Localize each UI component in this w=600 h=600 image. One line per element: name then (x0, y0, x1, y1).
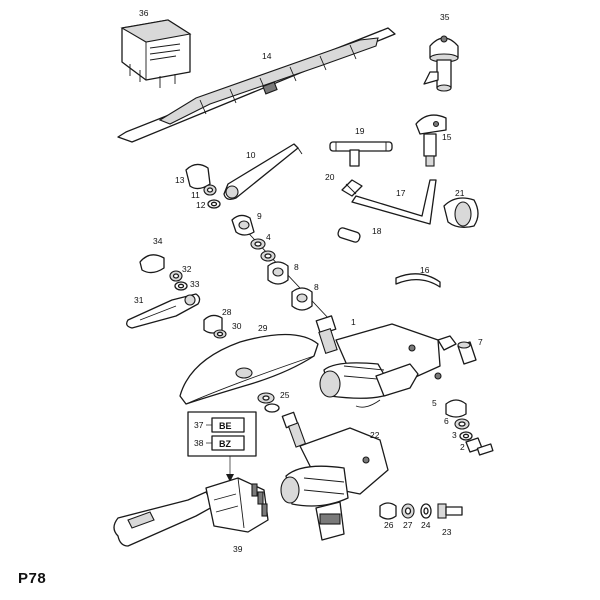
part-13-cap[interactable] (185, 163, 211, 190)
callout-32: 32 (182, 264, 192, 274)
variant-arrow-head (226, 474, 234, 482)
callout-10: 10 (246, 150, 256, 160)
callout-2: 2 (460, 442, 465, 452)
callout-22: 22 (370, 430, 380, 440)
callout-16: 16 (420, 265, 430, 275)
variant-code-bz: BZ (219, 439, 231, 449)
part-8-bushing-upper[interactable] (267, 261, 289, 285)
callout-28: 28 (222, 307, 232, 317)
callout-39: 39 (233, 544, 243, 554)
callout-9: 9 (257, 211, 262, 221)
callout-26: 26 (384, 520, 394, 530)
part-23-bolt[interactable] (437, 503, 463, 519)
part-31-wiper-arm[interactable] (126, 293, 201, 329)
variant-ref-38: 38 (194, 438, 204, 448)
part-5-bushing[interactable] (445, 399, 467, 418)
part-29-cover[interactable] (179, 333, 319, 405)
part-33-washer[interactable] (174, 281, 188, 291)
part-12-washer[interactable] (207, 199, 221, 209)
callout-3: 3 (452, 430, 457, 440)
part-27-washer[interactable] (401, 503, 415, 519)
part-17-hose[interactable] (351, 179, 437, 225)
part-16-hose[interactable] (395, 273, 441, 288)
variant-code-be: BE (219, 421, 232, 431)
part-20-hose-nozzle[interactable] (341, 179, 363, 197)
callout-8a: 8 (294, 262, 299, 272)
page-code: P78 (18, 570, 47, 587)
callout-24: 24 (421, 520, 431, 530)
part-32-nut[interactable] (169, 270, 183, 282)
part-2-bolt[interactable] (465, 437, 494, 456)
part-36-relay[interactable] (120, 19, 192, 88)
part-18-sleeve[interactable] (337, 227, 361, 243)
callout-21: 21 (455, 188, 465, 198)
part-35-washer-jet[interactable] (423, 35, 459, 92)
part-8-bushing-lower[interactable] (291, 287, 313, 311)
callout-12: 12 (196, 200, 206, 210)
callout-17: 17 (396, 188, 406, 198)
part-9-bushing[interactable] (231, 214, 255, 236)
part-25-washer[interactable] (257, 392, 280, 413)
part-7-grommet[interactable] (457, 341, 477, 365)
part-21-grommet[interactable] (443, 197, 479, 228)
part-1-wiper-motor[interactable] (315, 315, 457, 408)
part-15-washer-jet[interactable] (415, 114, 447, 167)
part-26-bushing[interactable] (379, 502, 397, 520)
callout-11: 11 (191, 190, 200, 200)
part-11-nut[interactable] (203, 184, 217, 196)
part-19-t-connector[interactable] (329, 141, 393, 167)
callout-31: 31 (134, 295, 144, 305)
part-10-wiper-arm[interactable] (223, 143, 303, 200)
callout-27: 27 (403, 520, 413, 530)
part-34-cap[interactable] (139, 254, 165, 274)
variant-ref-37: 37 (194, 420, 204, 430)
callout-34: 34 (153, 236, 163, 246)
callout-33: 33 (190, 279, 200, 289)
part-24-washer[interactable] (420, 503, 432, 519)
part-39-wiper-switch[interactable] (113, 477, 269, 547)
part-4-washer[interactable] (250, 238, 276, 262)
callout-20: 20 (325, 172, 335, 182)
callout-13: 13 (175, 175, 185, 185)
callout-5: 5 (432, 398, 437, 408)
callout-18: 18 (372, 226, 382, 236)
part-30-washer[interactable] (213, 329, 227, 339)
callout-4: 4 (266, 232, 271, 242)
callout-29: 29 (258, 323, 268, 333)
callout-8b: 8 (314, 282, 319, 292)
callout-25: 25 (280, 390, 290, 400)
part-22-rear-wiper-motor[interactable] (280, 411, 389, 541)
callout-7: 7 (478, 337, 483, 347)
callout-1: 1 (351, 317, 356, 327)
part-3-washer[interactable] (459, 431, 473, 441)
callout-14: 14 (262, 51, 272, 61)
callout-6: 6 (444, 416, 449, 426)
callout-36: 36 (139, 8, 149, 18)
part-6-washer[interactable] (454, 418, 470, 430)
callout-15: 15 (442, 132, 452, 142)
callout-23: 23 (442, 527, 452, 537)
callout-30: 30 (232, 321, 242, 331)
callout-19: 19 (355, 126, 365, 136)
callout-35: 35 (440, 12, 450, 22)
variant-box: 37 BE 38 BZ (187, 411, 257, 457)
part-14-wiper-blade[interactable] (117, 27, 396, 143)
